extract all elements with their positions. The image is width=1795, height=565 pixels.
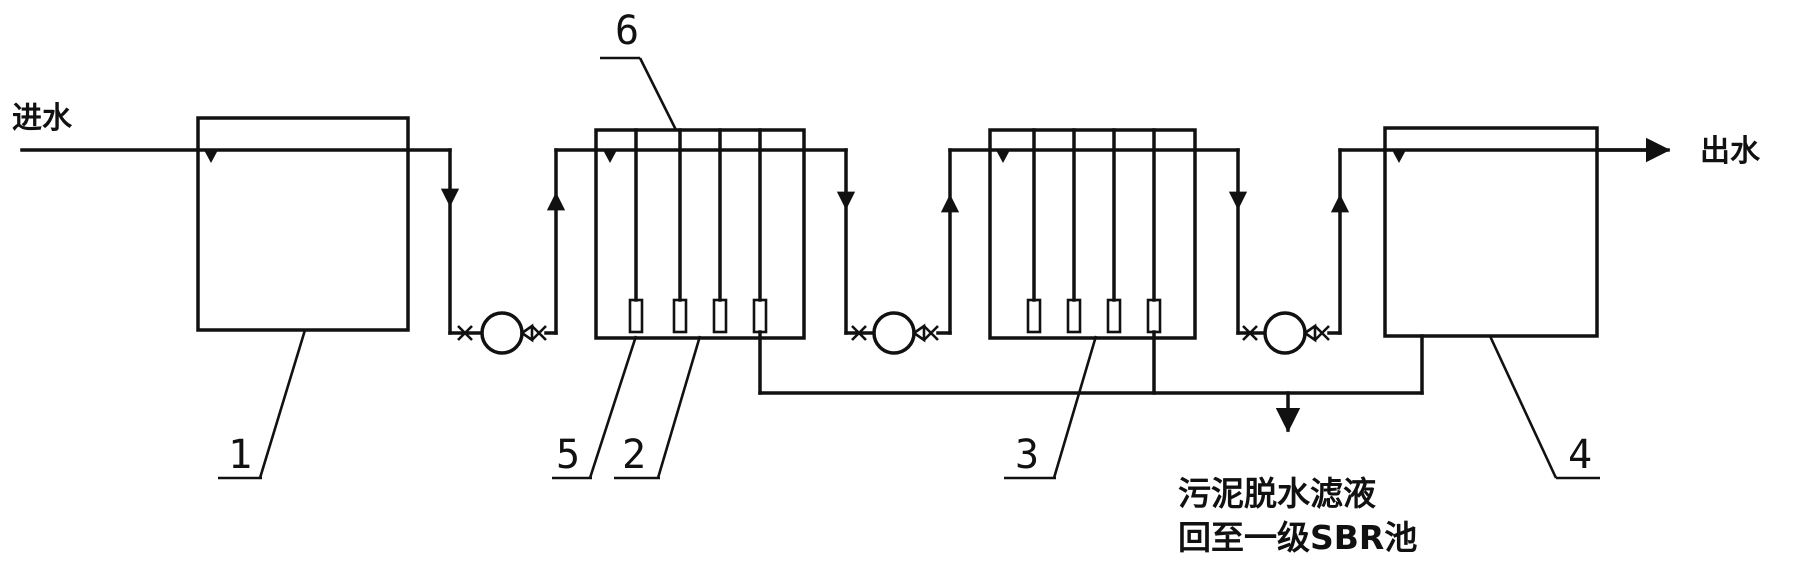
water-level-icon [996,150,1010,163]
return-caption-line2: 回至一级SBR池 [1178,518,1417,557]
svg-text:3: 3 [1015,432,1039,478]
svg-text:6: 6 [615,8,639,54]
callout-6: 6 [600,8,678,131]
callout-3: 3 [1004,335,1098,480]
water-level-icon [603,150,617,163]
callout-1: 1 [218,329,307,480]
tank-4 [1383,126,1662,338]
outlet-label: 出水 [1700,134,1761,169]
svg-text:4: 4 [1568,432,1592,478]
svg-text:2: 2 [622,432,646,478]
pump-2-icon [851,311,939,355]
callout-2: 2 [614,335,702,480]
water-level-icon [204,150,218,163]
svg-text:5: 5 [556,432,580,478]
membrane-module-icon [1106,298,1122,334]
return-manifold [758,330,1424,433]
pump-3-icon [1242,311,1330,355]
tank-1 [196,116,452,332]
membrane-module-icon [712,298,728,334]
membrane-module-icon [1066,298,1082,334]
water-level-icon [1392,150,1406,163]
tank-2 [594,128,806,340]
membrane-module-icon [1026,298,1042,334]
return-caption-line1: 污泥脱水滤液 [1178,474,1376,513]
inlet-label: 进水 [12,101,73,136]
pump-1-icon [457,311,547,355]
tank-3 [988,128,1197,340]
membrane-module-icon [752,298,768,334]
callout-5: 5 [552,335,638,480]
callout-4: 4 [1488,335,1600,480]
svg-text:1: 1 [228,432,252,478]
membrane-module-icon [628,298,644,334]
membrane-module-icon [1146,298,1162,334]
membrane-module-icon [672,298,688,334]
